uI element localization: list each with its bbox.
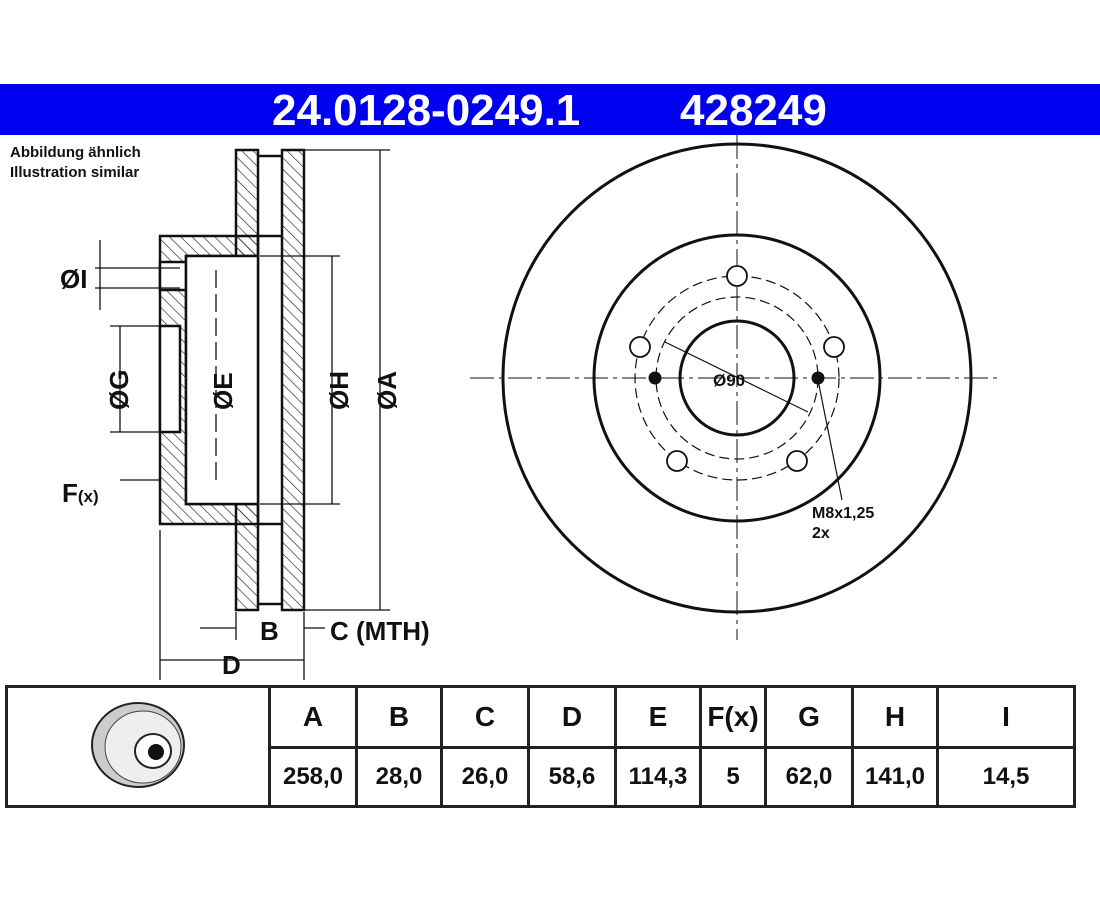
label-D: D: [222, 650, 241, 680]
label-H: ØH: [324, 371, 354, 410]
col-F: F(x): [699, 685, 767, 749]
value-B: 28,0: [355, 746, 443, 808]
col-A: A: [268, 685, 358, 749]
bolt-holes: [629, 265, 845, 472]
label-G: ØG: [104, 370, 134, 410]
alt-number: 428249: [680, 86, 827, 135]
value-H: 141,0: [851, 746, 939, 808]
label-E: ØE: [208, 372, 238, 410]
note-de: Abbildung ähnlich: [10, 144, 141, 161]
label-A: ØA: [372, 371, 402, 410]
disc-thumbnail: [5, 685, 271, 808]
col-H: H: [851, 685, 939, 749]
col-B: B: [355, 685, 443, 749]
label-C: C (MTH): [330, 616, 430, 646]
label-F: F(x): [62, 478, 99, 508]
label-B: B: [260, 616, 279, 646]
front-view: [470, 135, 1000, 640]
value-F: 5: [699, 746, 767, 808]
col-I: I: [936, 685, 1076, 749]
dimension-lines: [95, 149, 390, 680]
bore-label: Ø90: [713, 371, 745, 390]
side-section-view: [158, 148, 306, 612]
col-G: G: [764, 685, 854, 749]
note-en: Illustration similar: [10, 164, 140, 181]
value-G: 62,0: [764, 746, 854, 808]
thread-count: 2x: [812, 525, 830, 542]
technical-drawing: ØI ØG ØE ØH ØA F(x) B C (MTH) D Ø90 M8x1…: [60, 135, 1000, 680]
value-A: 258,0: [268, 746, 358, 808]
col-D: D: [527, 685, 617, 749]
col-C: C: [440, 685, 530, 749]
value-C: 26,0: [440, 746, 530, 808]
value-E: 114,3: [614, 746, 702, 808]
label-I: ØI: [60, 264, 87, 294]
dimensions-table: A B C D E F(x) G H I 258,0 28,0 26,0 58,…: [5, 685, 1076, 808]
brake-disc-icon: [91, 702, 185, 788]
part-number: 24.0128-0249.1: [272, 86, 581, 135]
thread-label: M8x1,25: [812, 505, 874, 522]
value-I: 14,5: [936, 746, 1076, 808]
header-bar: 24.0128-0249.1 428249: [0, 84, 1100, 135]
value-D: 58,6: [527, 746, 617, 808]
col-E: E: [614, 685, 702, 749]
